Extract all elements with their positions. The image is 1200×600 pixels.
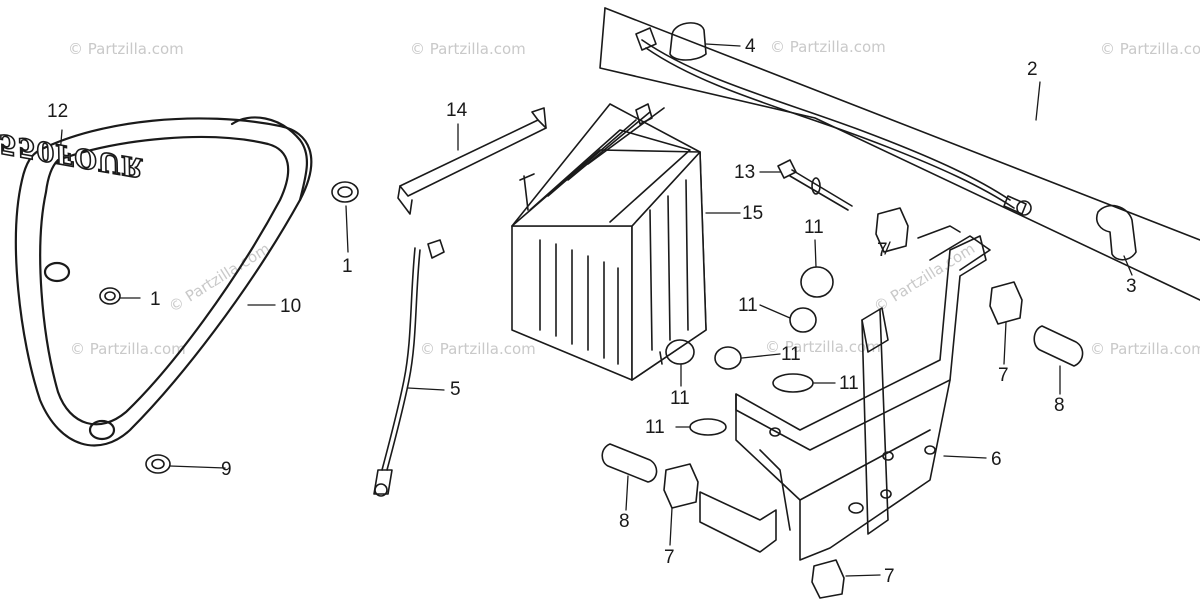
watermark: © Partzilla.com [410, 40, 526, 58]
side-cover-part [14, 116, 313, 447]
ground-cable-part [373, 239, 445, 497]
cable-group-outline [599, 7, 1200, 301]
terminal-cover-part [1095, 204, 1137, 261]
battery-part [511, 103, 707, 381]
grommet-part [99, 287, 121, 305]
leader-lines [59, 43, 1133, 577]
watermark: © Partzilla.com [68, 40, 184, 58]
callout-4[interactable]: 4 [745, 36, 756, 57]
grommet-part [331, 181, 359, 203]
callout-8[interactable]: 8 [1054, 395, 1065, 416]
callout-1[interactable]: 1 [342, 256, 353, 277]
battery-band-part [397, 107, 547, 215]
bolt-part [777, 159, 853, 211]
callout-11[interactable]: 11 [738, 295, 758, 316]
watermark: © Partzilla.com [70, 340, 186, 358]
callout-11[interactable]: 11 [804, 217, 824, 238]
callout-10[interactable]: 10 [280, 296, 302, 317]
watermark: © Partzilla.com [765, 338, 881, 356]
watermark: © Partzilla.com [420, 340, 536, 358]
callout-7[interactable]: 7 [664, 547, 675, 568]
callout-15[interactable]: 15 [742, 203, 764, 224]
cushion-part [663, 207, 1023, 599]
callout-7[interactable]: 7 [877, 240, 888, 261]
callout-11[interactable]: 11 [839, 373, 859, 394]
callout-11[interactable]: 11 [670, 388, 690, 409]
callout-6[interactable]: 6 [991, 449, 1002, 470]
callout-8[interactable]: 8 [619, 511, 630, 532]
callout-9[interactable]: 9 [221, 459, 232, 480]
callout-11[interactable]: 11 [781, 344, 801, 365]
callout-5[interactable]: 5 [450, 379, 461, 400]
callout-7[interactable]: 7 [884, 566, 895, 587]
callout-12[interactable]: 12 [47, 101, 69, 122]
watermark: © Partzilla.com [1100, 40, 1200, 58]
callout-7[interactable]: 7 [998, 365, 1009, 386]
grommet-part [145, 454, 171, 474]
collar-part [601, 325, 1084, 483]
battery-holder-part [699, 225, 991, 561]
callout-3[interactable]: 3 [1126, 276, 1137, 297]
callout-13[interactable]: 13 [734, 162, 756, 183]
callout-1[interactable]: 1 [150, 289, 161, 310]
callout-2[interactable]: 2 [1027, 59, 1038, 80]
washer-part [665, 266, 834, 436]
callout-11[interactable]: 11 [645, 417, 665, 438]
positive-cable-part [635, 27, 1032, 216]
watermark: © Partzilla.com [1090, 340, 1200, 358]
callout-14[interactable]: 14 [446, 100, 468, 121]
watermark: © Partzilla.com [770, 38, 886, 56]
terminal-cover-part [669, 22, 707, 61]
